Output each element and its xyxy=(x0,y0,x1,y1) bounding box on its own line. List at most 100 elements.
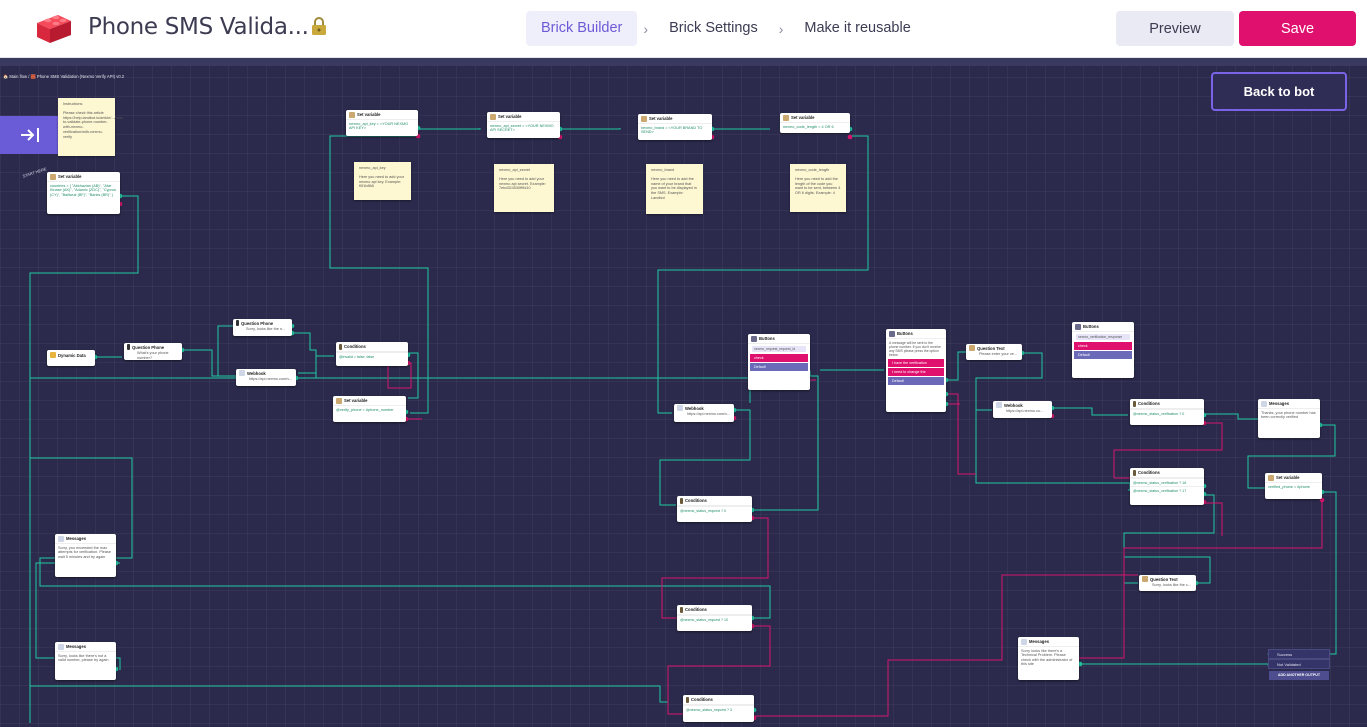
note-instructions[interactable]: Instructions Please check this article h… xyxy=(58,98,124,156)
chevron-right-icon: › xyxy=(643,20,649,37)
variable-chip: nexmo_verification_response xyxy=(1076,334,1130,340)
node-conditions-5[interactable]: Conditions @nexmo_status_verification ? … xyxy=(1130,399,1204,425)
webhook-icon xyxy=(677,405,683,411)
node-body: https://api.nexmo.com/v... xyxy=(687,412,730,416)
node-title: Set variable xyxy=(791,115,815,120)
button-default[interactable]: Default xyxy=(1074,351,1132,359)
node-question-phone-retry[interactable]: Question Phone Sorry, looks like the n..… xyxy=(233,319,292,336)
node-title: Set variable xyxy=(1276,475,1300,480)
pencil-icon xyxy=(50,173,56,180)
conditions-icon xyxy=(680,606,683,613)
output-success[interactable]: Success xyxy=(1268,649,1330,659)
conditions-icon xyxy=(686,696,689,703)
node-messages-success[interactable]: Messages Thanks, your phone number has b… xyxy=(1258,399,1320,438)
node-title: Set variable xyxy=(357,112,381,117)
node-webhook-3[interactable]: Webhook https://api.nexmo.co... xyxy=(993,401,1052,418)
button-default[interactable]: Default xyxy=(888,377,944,385)
node-buttons-1[interactable]: Buttons nexmo_request_request_id check D… xyxy=(748,334,810,390)
node-title: Buttons xyxy=(897,331,913,336)
node-body: A message will be sent to the phone numb… xyxy=(889,340,941,357)
variable-chip: nexmo_request_request_id xyxy=(752,346,806,352)
node-set-api-key[interactable]: Set variable nexmo_api_key = <YOUR NEXMO… xyxy=(346,110,418,136)
tab-brick-builder[interactable]: Brick Builder xyxy=(526,11,638,46)
button-default[interactable]: Default xyxy=(750,363,808,371)
node-dynamic-data[interactable]: Dynamic Data xyxy=(47,350,95,366)
step-navigation: Brick Builder › Brick Settings › Make it… xyxy=(526,11,926,46)
node-body: Sorry looks like there's a Technical Pro… xyxy=(1021,648,1073,667)
node-set-verify[interactable]: Set variable @verify_phone = #phone_numb… xyxy=(333,396,406,422)
node-set-brand[interactable]: Set variable nexmo_brand = <YOUR BRAND T… xyxy=(638,114,712,140)
node-set-api-secret[interactable]: Set variable nexmo_api_secret = <YOUR NE… xyxy=(487,112,560,138)
note-body: Here you need to add the name of your br… xyxy=(651,176,697,200)
node-set-code-length[interactable]: Set variable nexmo_code_length = 4 OR 6 xyxy=(780,113,850,133)
node-conditions-4[interactable]: Conditions @nexmo_status_request ? 3 xyxy=(683,695,754,722)
tab-make-reusable[interactable]: Make it reusable xyxy=(804,20,911,36)
node-webhook-1[interactable]: Webhook https://api.nexmo.com/v... xyxy=(236,369,296,386)
node-body: countries = [ "Abkhazian (AB)", "Afar Ki… xyxy=(50,183,116,197)
node-title: Conditions xyxy=(685,607,707,612)
node-title: Webhook xyxy=(685,405,704,411)
note-api-key[interactable]: nexmo_api_key Here you need to add your … xyxy=(354,162,411,200)
text-icon xyxy=(969,345,975,351)
node-title: Conditions xyxy=(691,697,713,702)
node-question-phone[interactable]: Question Phone What's your phone number? xyxy=(124,343,182,360)
node-conditions-2[interactable]: Conditions @nexmo_status_request ? 0 xyxy=(677,496,752,522)
note-brand[interactable]: nexmo_brand Here you need to add the nam… xyxy=(646,164,703,214)
phone-icon xyxy=(127,344,130,350)
button-option[interactable]: I need to change the xyxy=(888,368,944,376)
node-conditions-1[interactable]: Conditions @invalid = false, false xyxy=(336,342,408,366)
node-buttons-3[interactable]: Buttons nexmo_verification_response chec… xyxy=(1072,322,1134,378)
breadcrumb[interactable]: 🏠 Main flow / 🧱 Phone SMS Validation (Ne… xyxy=(3,74,125,79)
button-option[interactable]: I have the verification xyxy=(888,359,944,367)
side-panel-toggle[interactable] xyxy=(0,116,60,154)
back-to-bot-button[interactable]: Back to bot xyxy=(1211,72,1347,111)
node-messages-wait[interactable]: Messages Sorry, you exceeded the max att… xyxy=(55,534,116,577)
save-button[interactable]: Save xyxy=(1239,11,1356,46)
note-code-length[interactable]: nexmo_code_length Here you need to add t… xyxy=(790,164,846,212)
note-title: nexmo_code_length xyxy=(795,168,830,172)
node-webhook-2[interactable]: Webhook https://api.nexmo.com/v... xyxy=(674,404,734,422)
node-set-verified[interactable]: Set variable verified_phone = #phone xyxy=(1265,473,1322,499)
node-question-text-2[interactable]: Question Text Sorry, looks like the c... xyxy=(1139,575,1196,591)
add-output-button[interactable]: ADD ANOTHER OUTPUT xyxy=(1269,671,1329,680)
note-body: Here you need to add your nexmo api key.… xyxy=(359,174,404,189)
node-title: Buttons xyxy=(759,336,775,341)
node-messages-invalid[interactable]: Messages Sorry, looks like there's not a… xyxy=(55,642,116,680)
output-not-validated[interactable]: Not Validated xyxy=(1268,659,1330,669)
preview-button[interactable]: Preview xyxy=(1116,11,1234,46)
node-body: Sorry, looks like the n... xyxy=(246,327,286,331)
node-title: Question Text xyxy=(1150,576,1178,582)
node-conditions-3[interactable]: Conditions @nexmo_status_request ? 10 xyxy=(677,605,752,631)
pencil-icon xyxy=(349,111,355,118)
pencil-icon xyxy=(641,115,647,122)
node-body: nexmo_api_key = <YOUR NEXMO API KEY> xyxy=(349,121,409,131)
node-question-text-1[interactable]: Question Text Please enter your ve... xyxy=(966,344,1022,360)
flow-canvas[interactable]: 🏠 Main flow / 🧱 Phone SMS Validation (Ne… xyxy=(0,58,1367,727)
rainbow-icon xyxy=(50,352,56,358)
node-messages-technical[interactable]: Messages Sorry looks like there's a Tech… xyxy=(1018,637,1079,680)
node-body: Sorry, you exceeded the max attempts for… xyxy=(58,545,111,559)
canvas-top-strip xyxy=(0,58,1367,66)
node-conditions-6[interactable]: Conditions @nexmo_status_verification ? … xyxy=(1130,468,1204,505)
buttons-icon xyxy=(1075,323,1081,330)
node-body: What's your phone number? xyxy=(137,351,169,360)
message-icon xyxy=(1021,638,1027,645)
node-condition-row: @nexmo_status_verification ? 17 xyxy=(1130,486,1204,494)
node-title: Messages xyxy=(66,536,87,541)
node-set-countries[interactable]: Set variable countries = [ "Abkhazian (A… xyxy=(47,172,120,214)
button-option[interactable]: check xyxy=(1074,342,1132,350)
button-option[interactable]: check xyxy=(750,354,808,362)
node-body: Sorry, looks like there's not a valid nu… xyxy=(58,653,109,663)
collapse-panel-icon xyxy=(21,128,39,142)
node-title: Question Phone xyxy=(132,344,165,350)
brick-logo-icon xyxy=(34,11,74,45)
note-title: Instructions xyxy=(63,102,83,106)
node-buttons-2[interactable]: Buttons A message will be sent to the ph… xyxy=(886,329,946,412)
lock-icon[interactable] xyxy=(310,16,328,36)
note-api-secret[interactable]: nexmo_api_secret Here you need to add yo… xyxy=(494,164,554,212)
node-title: Conditions xyxy=(685,498,707,503)
node-body: https://api.nexmo.co... xyxy=(1006,409,1044,413)
tab-brick-settings[interactable]: Brick Settings xyxy=(669,20,758,36)
buttons-icon xyxy=(889,330,895,337)
node-title: Messages xyxy=(1269,401,1290,406)
